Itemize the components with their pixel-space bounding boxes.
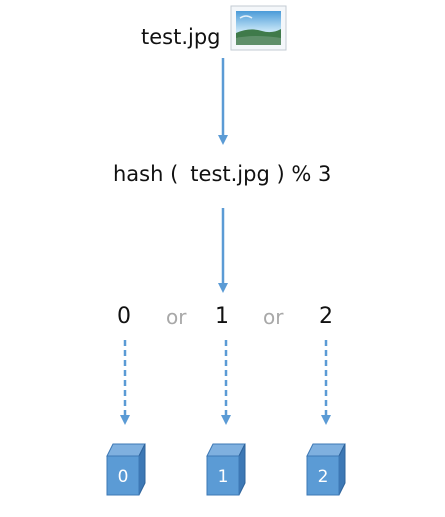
outcome-1: 1 <box>215 304 229 329</box>
file-label: test.jpg <box>141 25 221 49</box>
hash-suffix: ) % 3 <box>276 162 332 186</box>
storage-box-1: 1 <box>206 443 246 496</box>
storage-box-0: 0 <box>106 443 146 496</box>
storage-box-2: 2 <box>306 443 346 496</box>
separator-or-1: or <box>166 305 187 329</box>
outcome-2: 2 <box>319 304 333 329</box>
box-label-2: 2 <box>318 467 329 487</box>
outcome-0: 0 <box>117 304 131 329</box>
box-label-0: 0 <box>118 467 129 487</box>
image-icon <box>230 5 287 51</box>
hash-file: test.jpg <box>190 162 270 186</box>
box-label-1: 1 <box>218 467 229 487</box>
hash-prefix: hash ( <box>113 162 179 186</box>
hash-expression: hash ( test.jpg ) % 3 <box>113 162 331 186</box>
separator-or-2: or <box>263 305 284 329</box>
